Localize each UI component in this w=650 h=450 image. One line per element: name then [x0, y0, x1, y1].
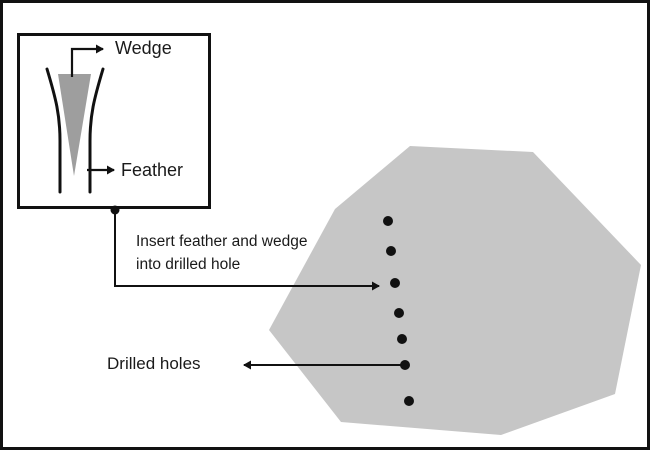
drilled-hole-dot: [390, 278, 400, 288]
diagram-drawing: [45, 44, 641, 435]
wedge-shape: [58, 74, 91, 176]
feather-label: Feather: [121, 160, 184, 180]
insert-note: Insert feather and wedge into drilled ho…: [136, 230, 307, 277]
drilled-hole-dot: [383, 216, 393, 226]
drilled-hole-dot: [394, 308, 404, 318]
wedge-label: Wedge: [115, 38, 172, 58]
rock-shape: [269, 146, 641, 435]
wedge-pointer-arrow: [70, 44, 104, 77]
feather-left-line: [45, 67, 62, 194]
inset-box: [17, 33, 211, 209]
drilled-hole-dot: [397, 334, 407, 344]
insert-note-line1: Insert feather and wedge: [136, 233, 308, 250]
drilled-hole-dot: [404, 396, 414, 406]
insert-note-line2: into drilled hole: [136, 256, 241, 274]
feather-right-line: [88, 67, 105, 194]
drilled-hole-dot: [386, 246, 396, 256]
insert-connector-arrow: [114, 210, 380, 291]
drilled-holes-label: Drilled holes: [107, 354, 201, 373]
